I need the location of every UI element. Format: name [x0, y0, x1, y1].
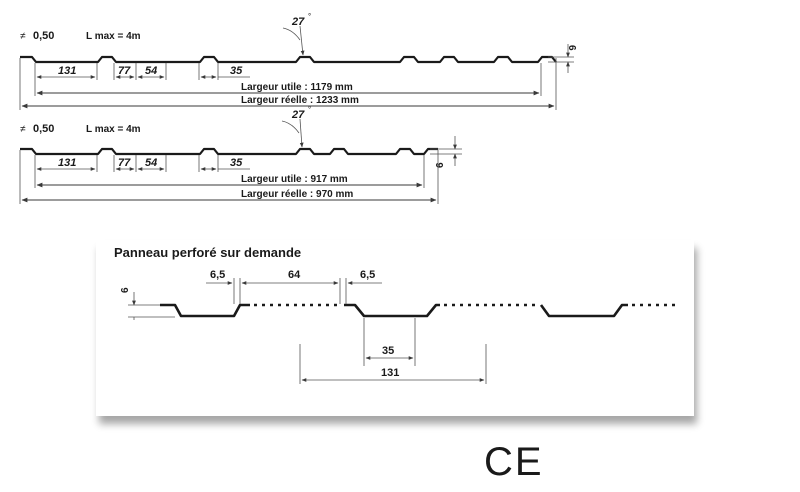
perforated-detail-panel: Panneau perforé sur demande 6 6,5 64 6,5… — [96, 240, 694, 416]
detail-dim-131: 131 — [381, 367, 399, 379]
bottom-degree: ° — [308, 105, 311, 114]
bottom-dim-35: 35 — [230, 157, 243, 169]
detail-dim-6: 6 — [120, 287, 131, 293]
detail-title: Panneau perforé sur demande — [114, 245, 301, 260]
thickness-symbol-2: ≠ — [20, 124, 26, 135]
detail-profile-line — [160, 303, 250, 318]
bottom-profile-line — [20, 147, 438, 156]
detail-panel-background — [96, 240, 694, 416]
detail-dim-6-5-right: 6,5 — [360, 269, 375, 281]
top-largeur-utile: Largeur utile : 1179 mm — [241, 82, 353, 93]
top-profile-line — [20, 55, 557, 64]
bottom-largeur-utile: Largeur utile : 917 mm — [241, 174, 348, 185]
bottom-dim-131: 131 — [58, 157, 76, 169]
detail-dim-6-5-left: 6,5 — [210, 269, 225, 281]
top-thickness: 0,50 — [33, 30, 54, 42]
top-dim-54: 54 — [145, 65, 157, 77]
bottom-thickness: 0,50 — [33, 123, 54, 135]
bottom-angle: 27 — [291, 109, 305, 121]
thickness-symbol: ≠ — [20, 31, 26, 42]
top-profile: ≠ 0,50 L max = 4m 27 ° 6 131 77 54 — [19, 12, 577, 110]
ce-mark-logo: CE — [484, 440, 544, 484]
bottom-height: 6 — [435, 162, 446, 168]
bottom-dim-54: 54 — [145, 157, 157, 169]
top-dim-131: 131 — [58, 65, 76, 77]
top-dim-77: 77 — [118, 65, 131, 77]
top-degree: ° — [308, 12, 311, 21]
bottom-profile: ≠ 0,50 L max = 4m 27 ° 6 131 77 54 — [19, 105, 462, 204]
top-angle: 27 — [291, 16, 305, 28]
detail-dim-35: 35 — [382, 345, 394, 357]
detail-dim-64: 64 — [288, 269, 301, 281]
bottom-lmax: L max = 4m — [86, 124, 141, 135]
top-height: 6 — [566, 45, 577, 51]
top-dim-35: 35 — [230, 65, 243, 77]
bottom-dim-77: 77 — [118, 157, 131, 169]
bottom-largeur-reelle: Largeur réelle : 970 mm — [241, 189, 353, 200]
top-largeur-reelle: Largeur réelle : 1233 mm — [241, 95, 359, 106]
top-lmax: L max = 4m — [86, 31, 141, 42]
